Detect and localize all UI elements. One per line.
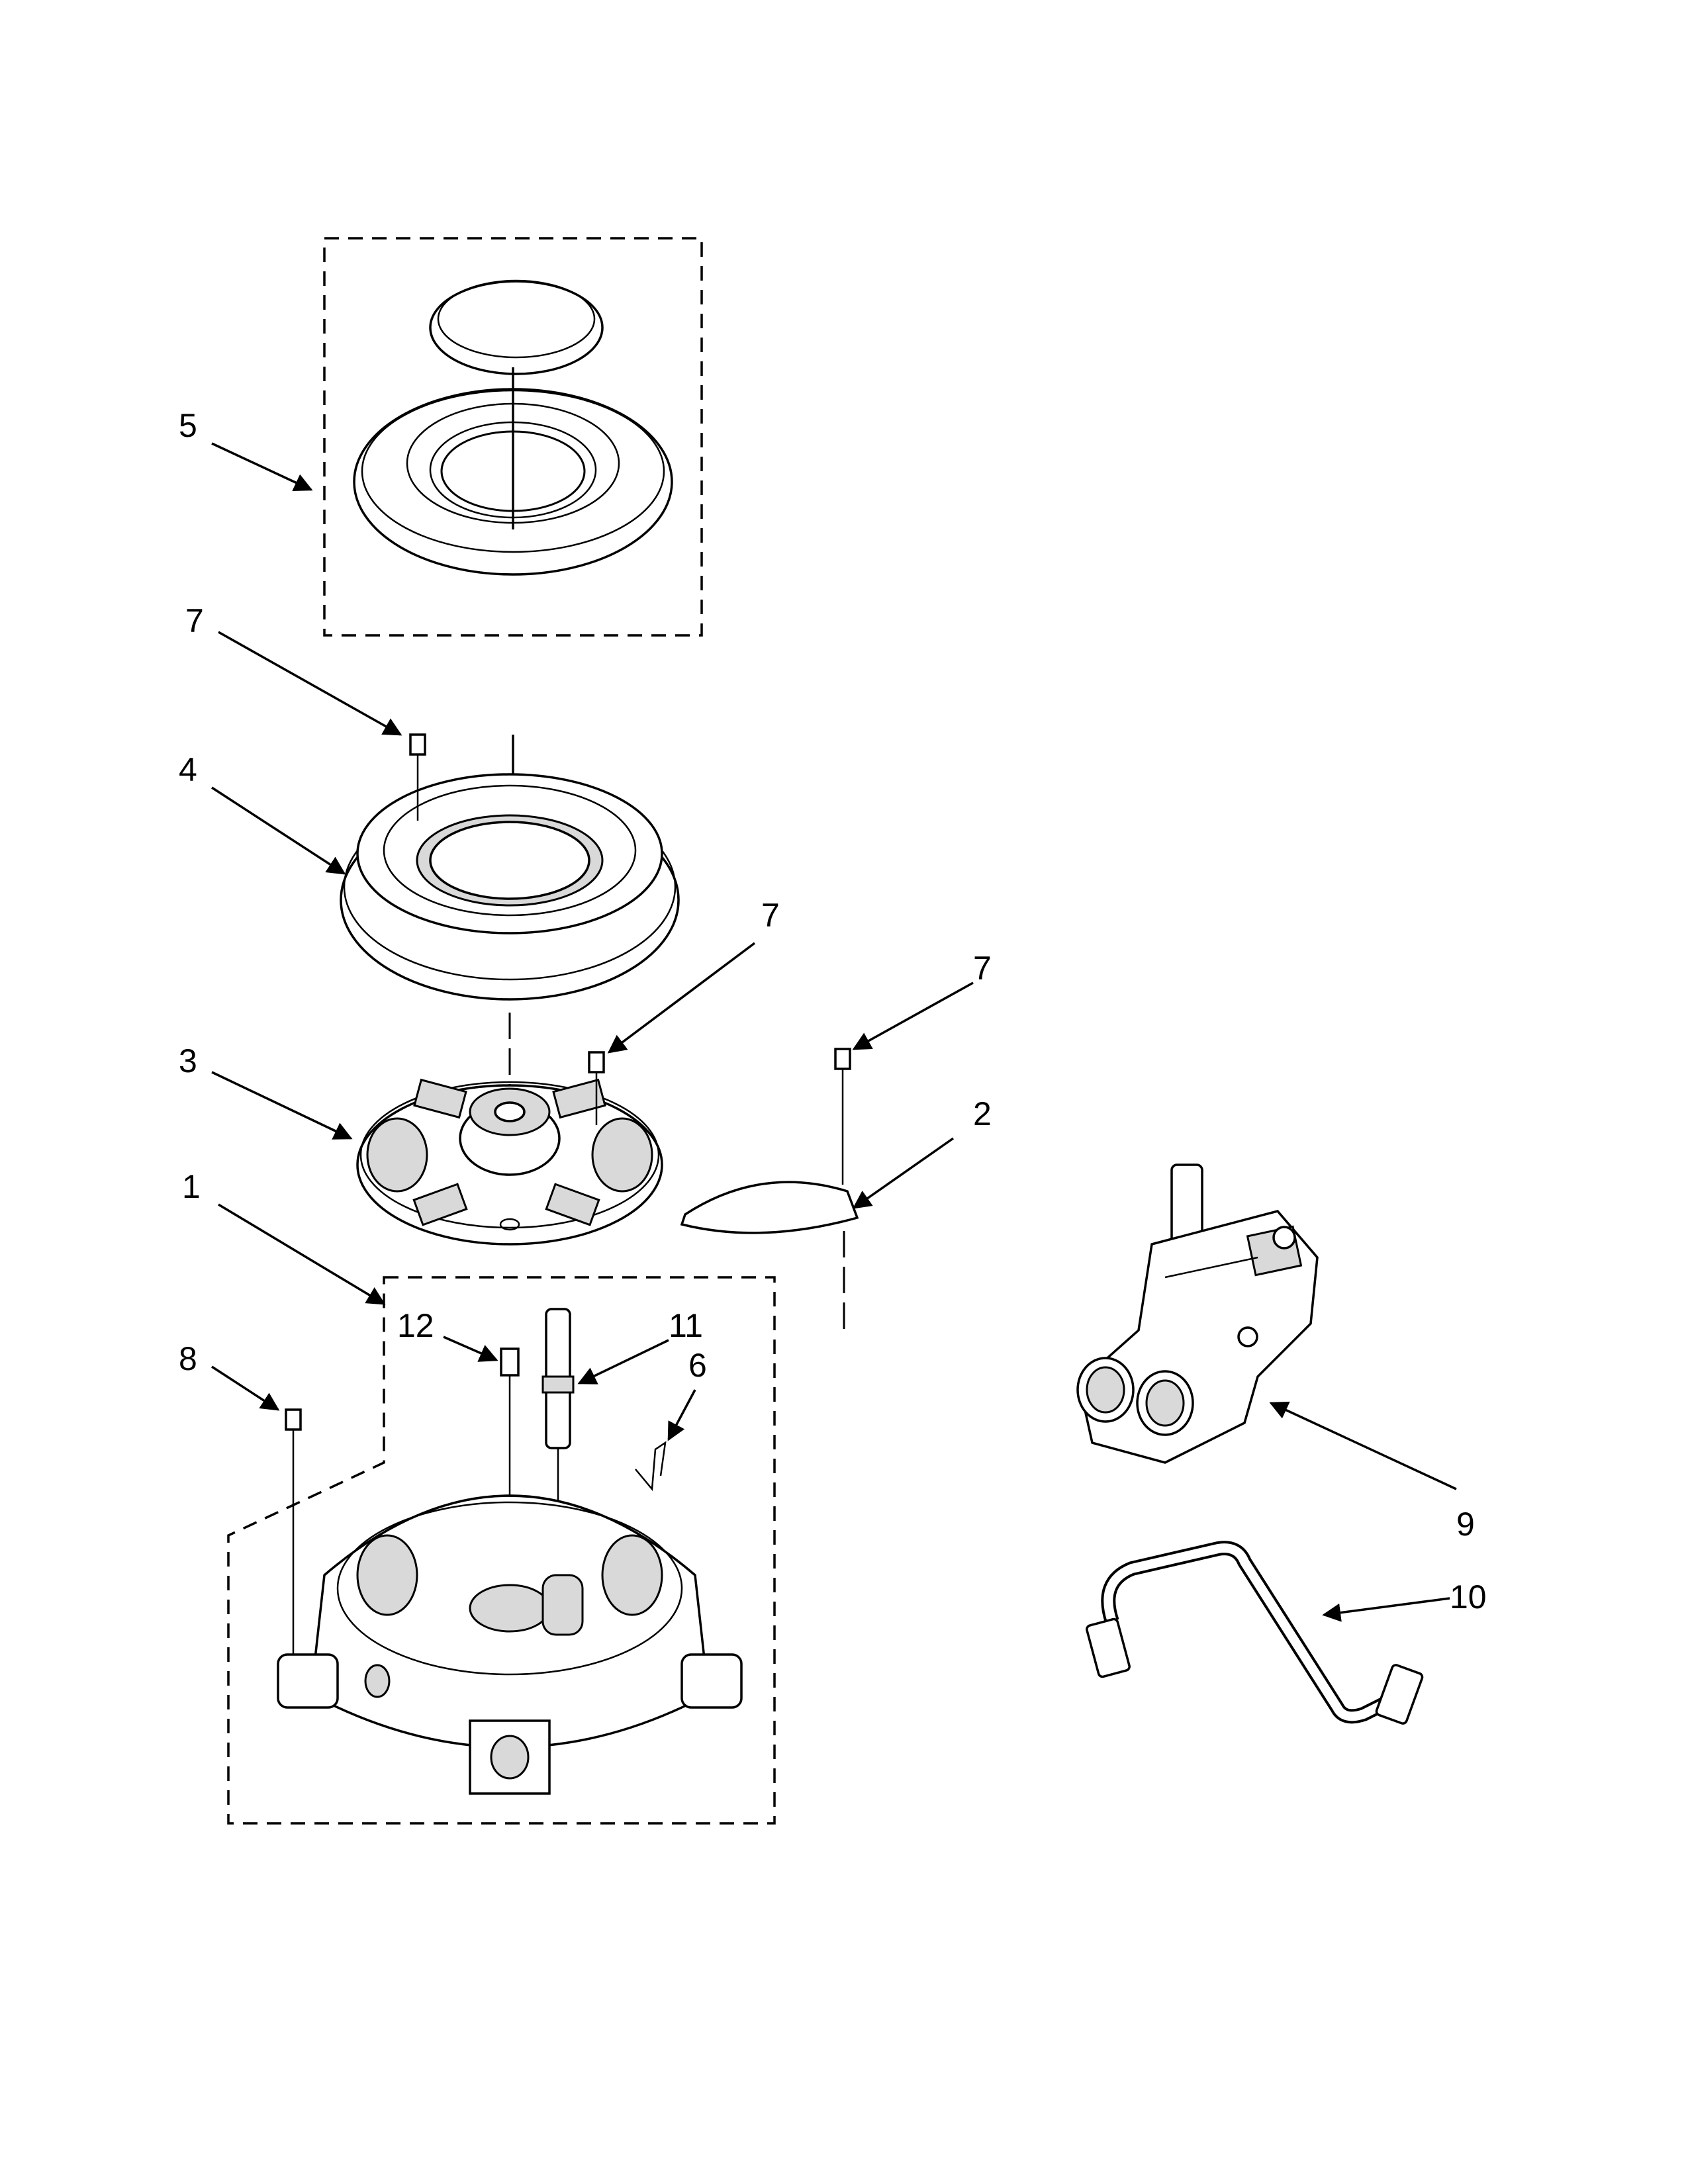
leader-10 (1322, 1597, 1450, 1622)
callout-9: 9 (1456, 1506, 1475, 1543)
callout-7a: 7 (185, 602, 204, 639)
screw-7b (588, 1051, 605, 1125)
leader-7b (607, 942, 756, 1054)
leader-1 (218, 1203, 386, 1305)
bracket-plate (680, 1181, 859, 1234)
callout-12: 12 (397, 1307, 434, 1344)
callout-7c: 7 (973, 950, 992, 987)
callout-7b: 7 (761, 897, 780, 934)
assembly-box-1 (227, 1276, 776, 1825)
callout-2: 2 (973, 1095, 992, 1132)
callout-1: 1 (182, 1168, 201, 1205)
burner-cap (429, 279, 604, 375)
gas-tube (1086, 1541, 1424, 1725)
callout-10: 10 (1450, 1578, 1487, 1615)
screw-8 (285, 1408, 302, 1655)
callout-3: 3 (179, 1042, 197, 1079)
leader-4 (211, 786, 346, 875)
leader-3 (211, 1071, 353, 1140)
leader-11 (577, 1339, 669, 1385)
callout-11: 11 (669, 1307, 703, 1344)
burner-base-plate (356, 1078, 663, 1246)
screw-7a (409, 733, 426, 821)
leader-7a (218, 631, 402, 736)
leader-8 (211, 1365, 280, 1411)
leader-6 (667, 1389, 696, 1441)
gas-valve (1076, 1163, 1319, 1464)
callout-5: 5 (179, 407, 197, 444)
screw-7c (834, 1048, 851, 1185)
leader-7c (852, 981, 974, 1050)
leader-12 (443, 1336, 498, 1362)
burner-housing (277, 1494, 743, 1795)
orifice-12 (500, 1347, 520, 1496)
leader-2 (852, 1137, 955, 1209)
leader-9 (1269, 1401, 1457, 1490)
clip-6 (635, 1441, 667, 1492)
assembly-box-5 (323, 237, 703, 637)
burner-base-ring (340, 773, 680, 1001)
leader-5 (211, 442, 313, 492)
callout-4: 4 (179, 751, 197, 788)
callout-6: 6 (688, 1347, 707, 1384)
callout-8: 8 (179, 1340, 197, 1377)
